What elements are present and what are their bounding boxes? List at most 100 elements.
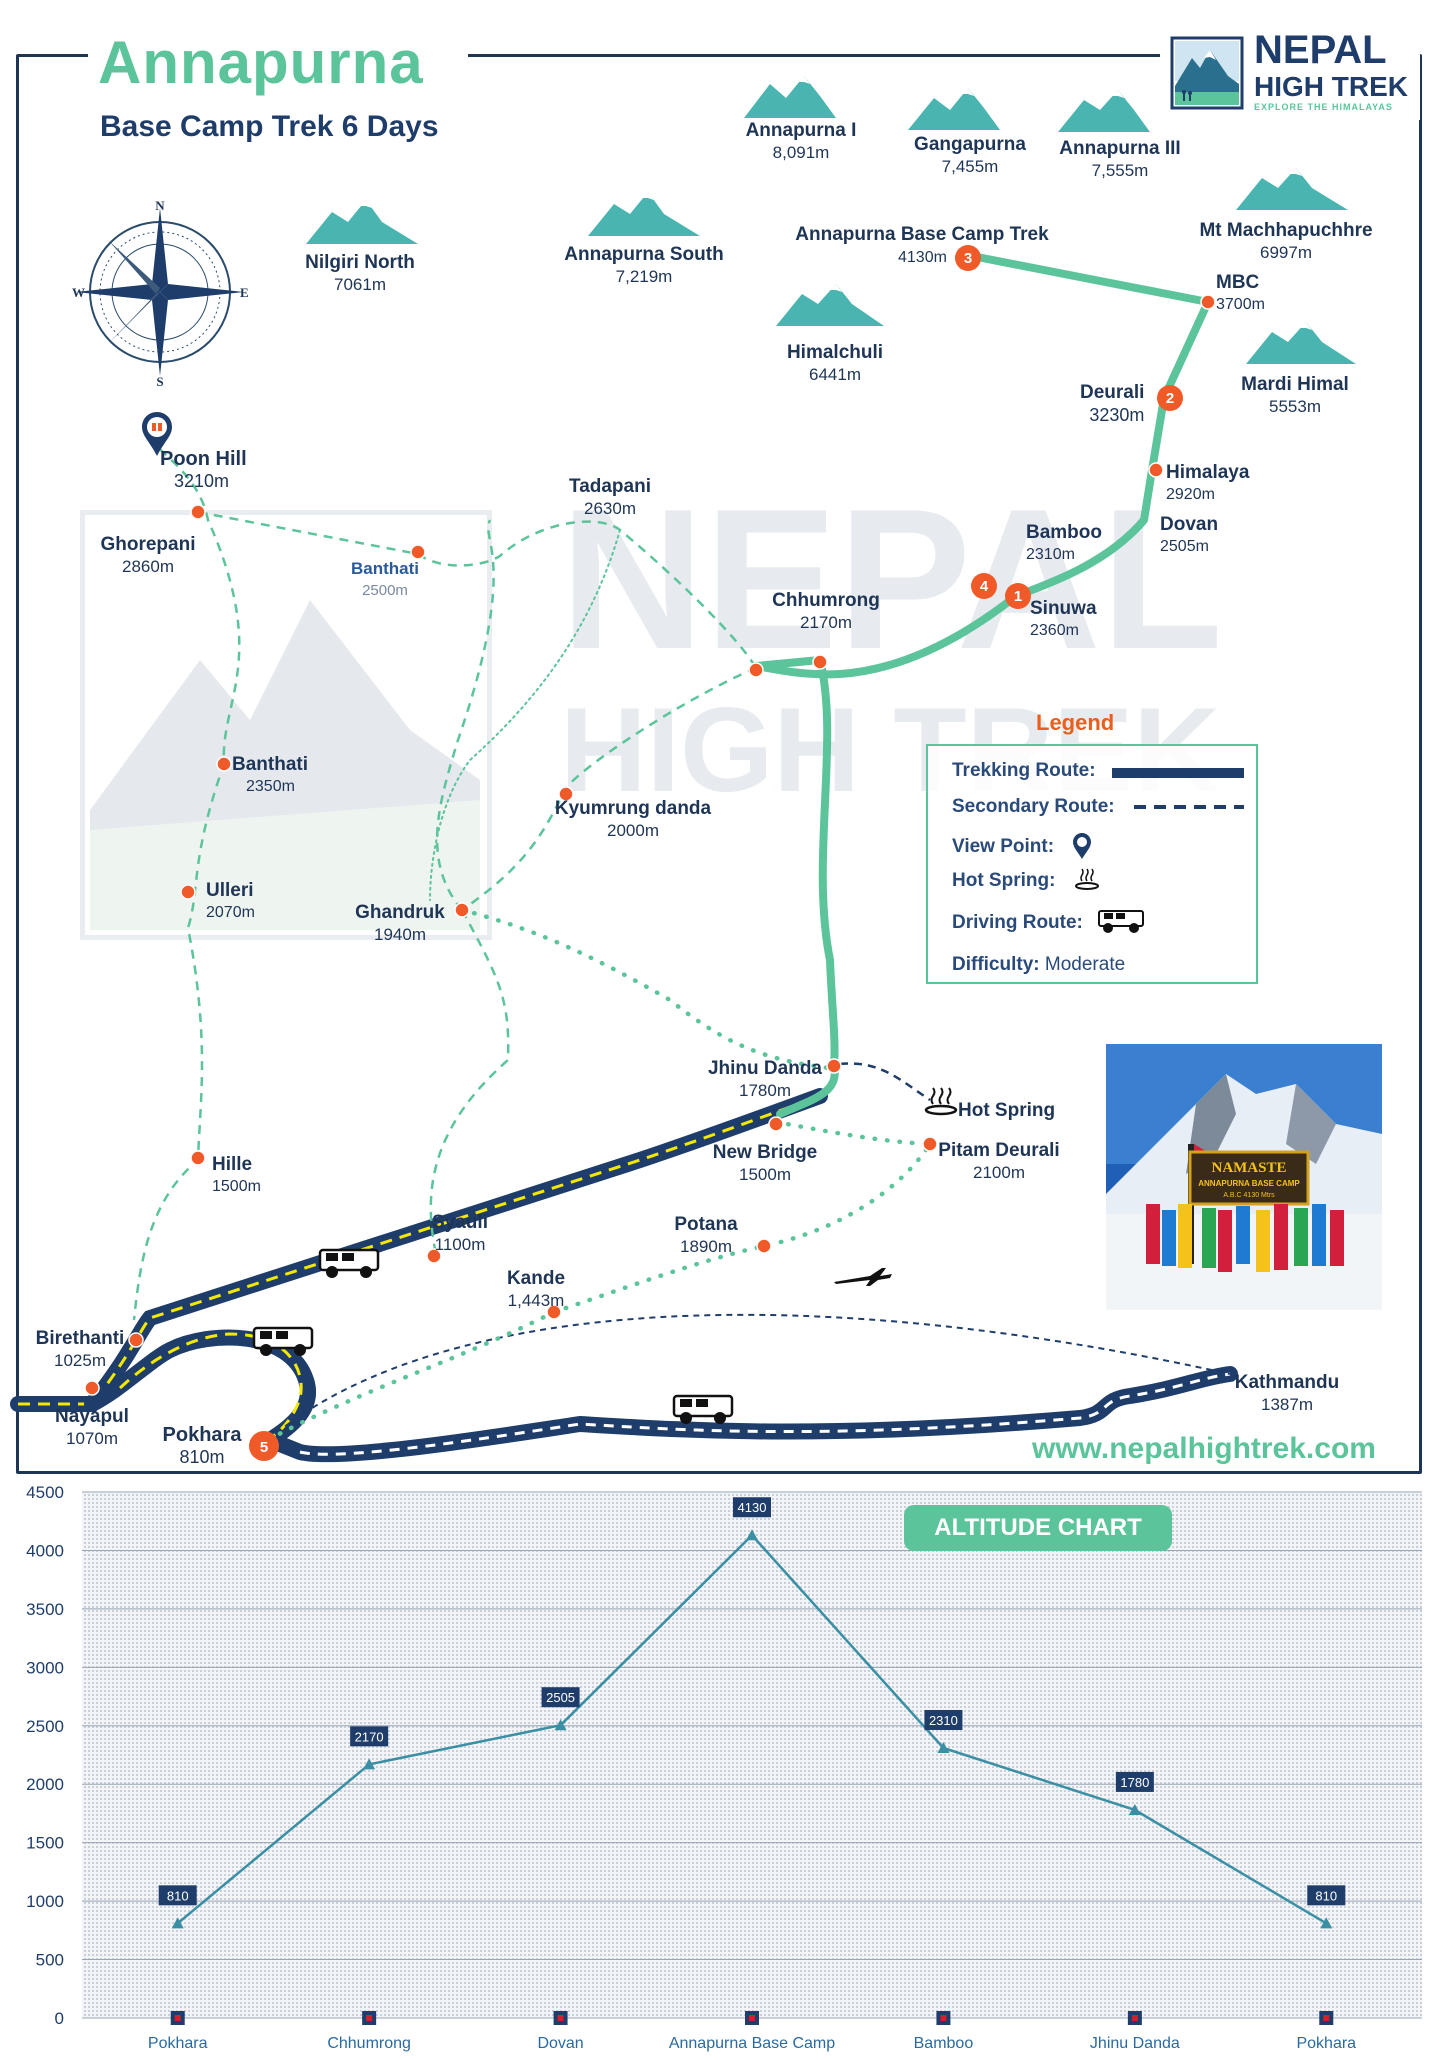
chart-data-label-bg	[158, 1885, 197, 1906]
stop-badge-2	[1157, 385, 1183, 411]
compass-n: N	[155, 198, 165, 213]
chart-x-marker-center	[1131, 2015, 1138, 2021]
chart-x-tick-label: Pokhara	[1296, 2035, 1356, 2052]
chart-data-label: 4130	[738, 1500, 767, 1515]
brand-logo-icon	[1170, 36, 1244, 110]
base-camp-photo: NAMASTE ANNAPURNA BASE CAMP A.B.C 4130 M…	[1106, 1044, 1382, 1310]
chart-y-tick-label: 4000	[26, 1541, 64, 1560]
chart-data-label: 1780	[1120, 1775, 1149, 1790]
jeep-icon	[318, 1248, 380, 1278]
chart-data-point	[937, 1741, 950, 1753]
chart-data-point	[1128, 1803, 1141, 1815]
hot-spring-icon	[1075, 868, 1099, 890]
chart-data-label: 810	[167, 1888, 189, 1903]
chart-points	[170, 1529, 1334, 2025]
compass-s: S	[156, 374, 163, 388]
chart-data-point	[171, 1917, 184, 1929]
chart-data-label: 2310	[929, 1713, 958, 1728]
chart-y-tick-label: 0	[55, 2009, 64, 2028]
svg-text:3: 3	[964, 250, 972, 267]
chart-x-marker-center	[366, 2015, 373, 2021]
chart-y-tick-label: 3500	[26, 1600, 64, 1619]
chart-data-label: 810	[1315, 1888, 1337, 1903]
driving-route-roads	[10, 1088, 1238, 1463]
view-point-icon	[1073, 833, 1091, 859]
mountain-icon	[1236, 168, 1348, 210]
waypoint-dots	[84, 294, 1216, 1396]
chart-data-label-bg	[541, 1687, 580, 1708]
chart-data-label-bg	[350, 1726, 389, 1747]
chart-y-tick-label: 3000	[26, 1658, 64, 1677]
stop-badge-5	[249, 1431, 279, 1461]
jeep-icon	[1098, 910, 1144, 933]
legend-hot-spring: Hot Spring:	[952, 870, 1056, 891]
view-point-icon	[142, 412, 172, 456]
peak-icons	[306, 76, 1356, 364]
svg-text:1: 1	[1014, 588, 1022, 605]
photo-sign-line1: NAMASTE	[1211, 1160, 1286, 1176]
jeep-icon	[252, 1326, 314, 1356]
chart-y-tick-label: 2500	[26, 1717, 64, 1736]
flight-path	[267, 1313, 1231, 1441]
chart-title: ALTITUDE CHART	[904, 1505, 1172, 1551]
mountain-icon	[744, 76, 836, 118]
chart-data-labels: 810 2170 2505 4130 2310 1780 810	[158, 1497, 1346, 1906]
brand-tagline: EXPLORE THE HIMALAYAS	[1254, 102, 1393, 112]
chart-y-tick-label: 2000	[26, 1775, 64, 1794]
legend-driving: Driving Route:	[952, 912, 1083, 933]
chart-data-label: 2170	[355, 1729, 384, 1744]
mountain-icon	[1246, 322, 1356, 364]
airplane-icon	[834, 1268, 892, 1286]
mountain-icon	[908, 88, 1000, 130]
chart-y-tick-label: 4500	[26, 1483, 64, 1502]
dotted-routes	[265, 529, 935, 1443]
route-layer	[10, 252, 1238, 1463]
compass-rose-icon: N S W E	[72, 198, 249, 388]
chart-data-point	[363, 1758, 376, 1770]
stop-badge-4	[971, 573, 997, 599]
legend-secondary: Secondary Route:	[952, 796, 1115, 817]
svg-text:4: 4	[980, 578, 989, 595]
mountain-icon	[776, 284, 884, 326]
chart-data-point	[554, 1719, 567, 1731]
map-frame	[16, 54, 1422, 1474]
jeep-icon	[672, 1394, 734, 1424]
chart-y-tick-label: 1000	[26, 1892, 64, 1911]
place-label: Annapurna Base Camp Trek	[795, 224, 1049, 245]
website-url[interactable]: www.nepalhightrek.com	[1032, 1432, 1376, 1465]
chart-data-point	[746, 1529, 758, 1541]
stop-badges: 3 2 1 4 5	[249, 245, 1183, 1461]
base-camp-photo-image: NAMASTE ANNAPURNA BASE CAMP A.B.C 4130 M…	[1106, 1044, 1382, 1310]
legend-trekking-line	[1112, 768, 1244, 778]
chart-x-tick-label: Pokhara	[148, 2035, 208, 2052]
chart-x-marker-center	[940, 2015, 947, 2021]
chart-x-tick-label: Chhumrong	[327, 2035, 411, 2052]
legend-difficulty: Difficulty: Moderate	[952, 954, 1126, 975]
chart-x-tick-label: Dovan	[537, 2035, 583, 2052]
chart-x-marker-center	[1323, 2015, 1330, 2021]
chart-y-tick-label: 1500	[26, 1834, 64, 1853]
chart-data-label: 2505	[546, 1690, 575, 1705]
